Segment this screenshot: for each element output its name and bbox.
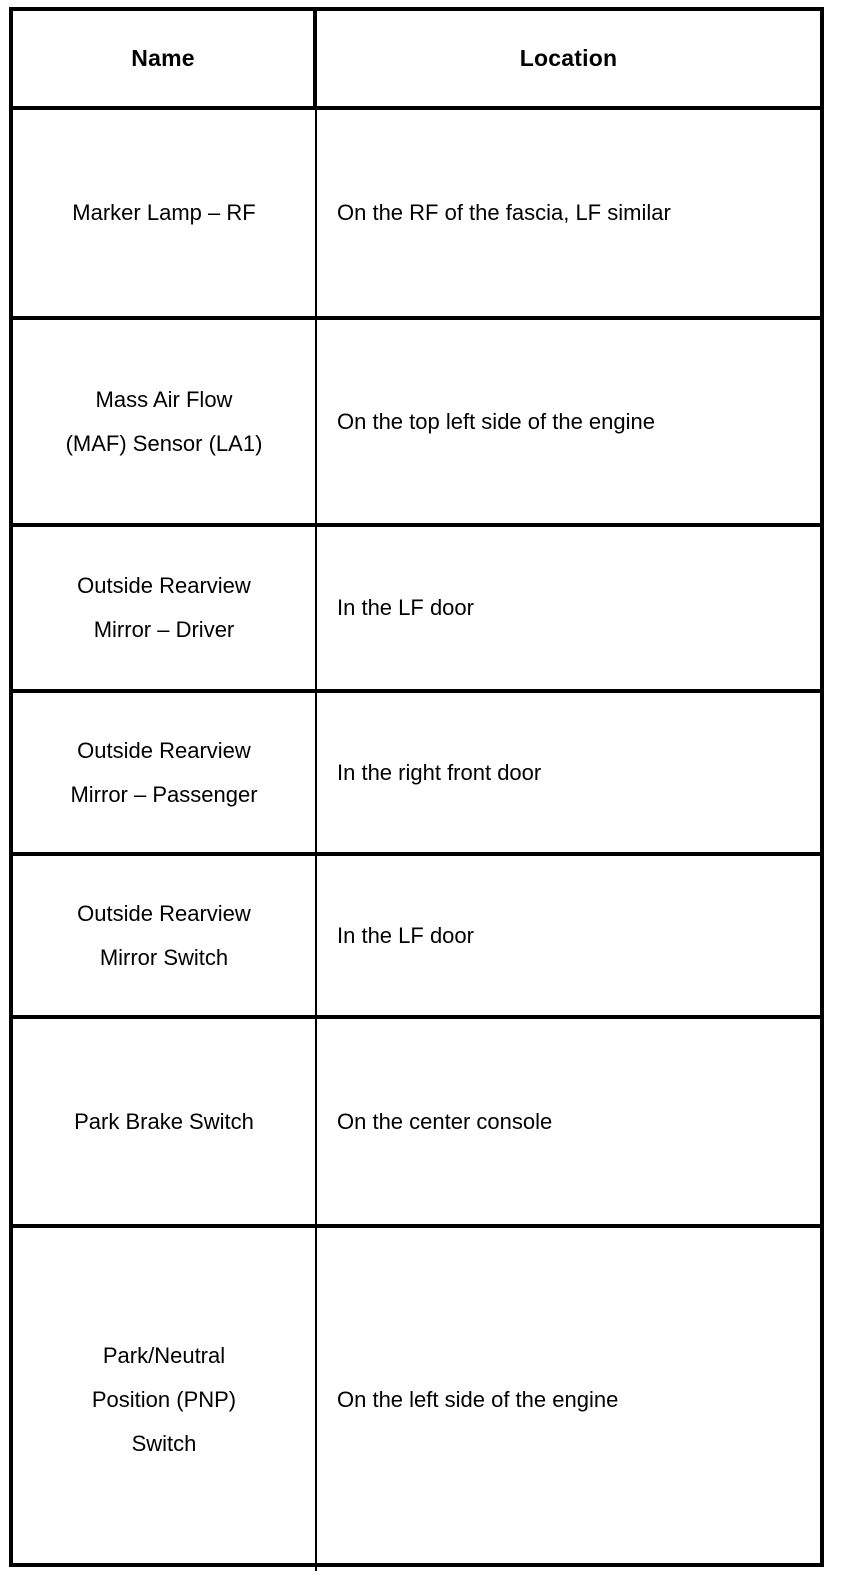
cell-location: In the LF door — [317, 527, 820, 689]
cell-name: Outside Rearview Mirror – Driver — [13, 527, 317, 689]
column-header-location: Location — [317, 11, 820, 106]
cell-location-text: In the LF door — [337, 595, 474, 620]
cell-location: In the LF door — [317, 856, 820, 1015]
cell-name-text: Park Brake Switch — [74, 1108, 254, 1134]
table-header-row: Name Location — [13, 11, 820, 110]
column-header-location-label: Location — [519, 45, 618, 71]
component-location-table: Name Location Marker Lamp – RF On the RF… — [9, 7, 824, 1571]
table-row: Park/Neutral Position (PNP) Switch On th… — [13, 1228, 820, 1571]
table-row: Park Brake Switch On the center console — [13, 1019, 820, 1228]
cell-name: Marker Lamp – RF — [13, 110, 317, 316]
column-header-name-label: Name — [131, 45, 195, 71]
cell-name-text: Outside Rearview Mirror Switch — [77, 900, 251, 970]
cell-location-text: On the top left side of the engine — [337, 408, 656, 434]
cell-location-text: On the center console — [337, 1108, 553, 1134]
cell-name-text: Outside Rearview Mirror – Passenger — [70, 737, 258, 807]
cell-name: Outside Rearview Mirror – Passenger — [13, 693, 317, 852]
cell-location: On the top left side of the engine — [317, 320, 820, 523]
table-row: Outside Rearview Mirror – Passenger In t… — [13, 693, 820, 856]
cell-name-text: Park/Neutral Position (PNP) Switch — [91, 1342, 237, 1456]
cell-name-text: Outside Rearview Mirror – Driver — [77, 573, 251, 642]
table-row: Outside Rearview Mirror Switch In the LF… — [13, 856, 820, 1019]
cell-name: Mass Air Flow (MAF) Sensor (LA1) — [13, 320, 317, 523]
cell-name: Park/Neutral Position (PNP) Switch — [13, 1228, 317, 1571]
cell-name: Outside Rearview Mirror Switch — [13, 856, 317, 1015]
cell-location: On the left side of the engine — [317, 1228, 820, 1571]
cell-name: Park Brake Switch — [13, 1019, 317, 1224]
table-row: Mass Air Flow (MAF) Sensor (LA1) On the … — [13, 320, 820, 527]
cell-location-text: In the right front door — [337, 759, 542, 785]
cell-location: In the right front door — [317, 693, 820, 852]
cell-name-text: Marker Lamp – RF — [72, 200, 256, 225]
column-header-name: Name — [13, 11, 317, 106]
cell-location-text: In the LF door — [337, 922, 474, 948]
cell-location: On the center console — [317, 1019, 820, 1224]
cell-location: On the RF of the fascia, LF similar — [317, 110, 820, 316]
cell-location-text: On the left side of the engine — [337, 1386, 619, 1412]
table-row: Marker Lamp – RF On the RF of the fascia… — [13, 110, 820, 320]
table-row: Outside Rearview Mirror – Driver In the … — [13, 527, 820, 693]
cell-location-text: On the RF of the fascia, LF similar — [337, 200, 671, 225]
cell-name-text: Mass Air Flow (MAF) Sensor (LA1) — [65, 386, 263, 456]
